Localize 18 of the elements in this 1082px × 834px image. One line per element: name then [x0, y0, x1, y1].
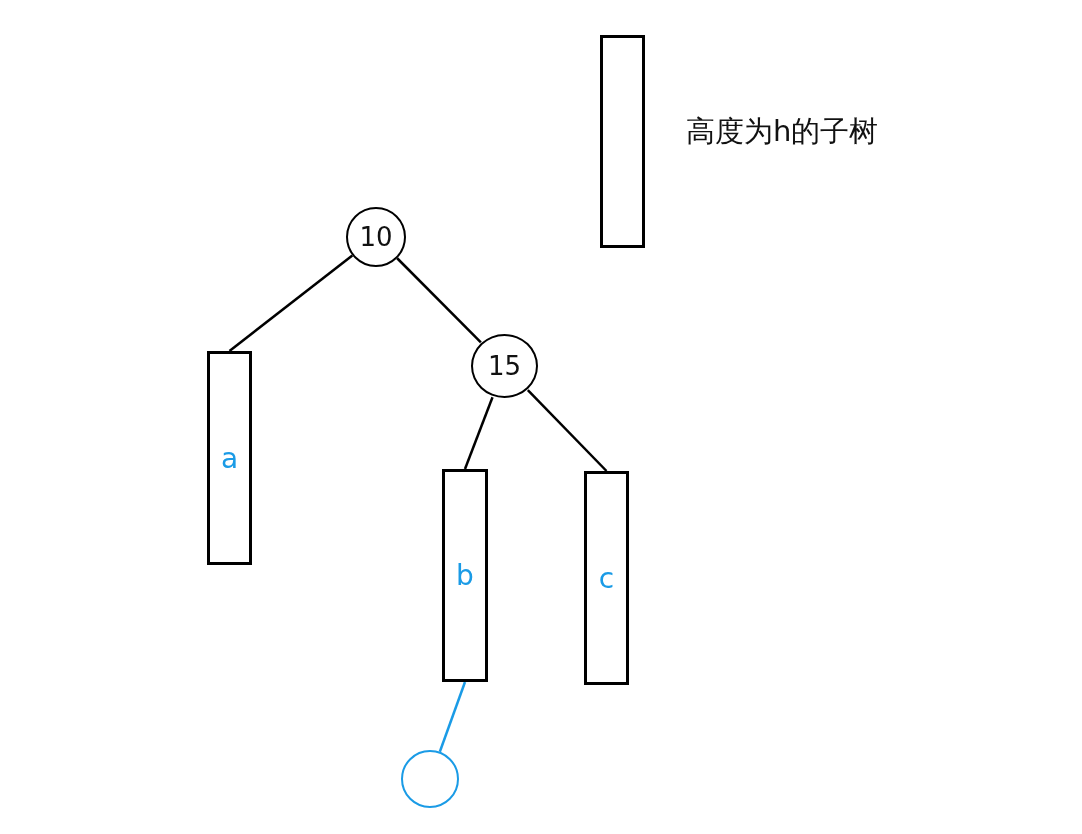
subtree-label: c — [598, 561, 615, 595]
tree-edge — [526, 389, 608, 472]
tree-node-circle — [471, 334, 538, 398]
subtree-label: b — [456, 559, 474, 592]
tree-edge — [228, 254, 354, 352]
node-value: 10 — [359, 222, 393, 252]
tree-edge — [438, 681, 467, 753]
legend-note: 高度为h的子树 — [686, 113, 879, 150]
subtree-box — [600, 35, 645, 248]
tree-edge — [396, 257, 482, 344]
subtree-label: a — [220, 441, 239, 475]
subtree-box — [584, 471, 629, 685]
tree-edge — [463, 396, 494, 470]
empty-node-circle — [401, 750, 459, 808]
tree-node-circle — [346, 207, 406, 267]
node-value: 15 — [487, 351, 522, 381]
subtree-box — [207, 351, 252, 565]
subtree-box — [442, 469, 488, 682]
